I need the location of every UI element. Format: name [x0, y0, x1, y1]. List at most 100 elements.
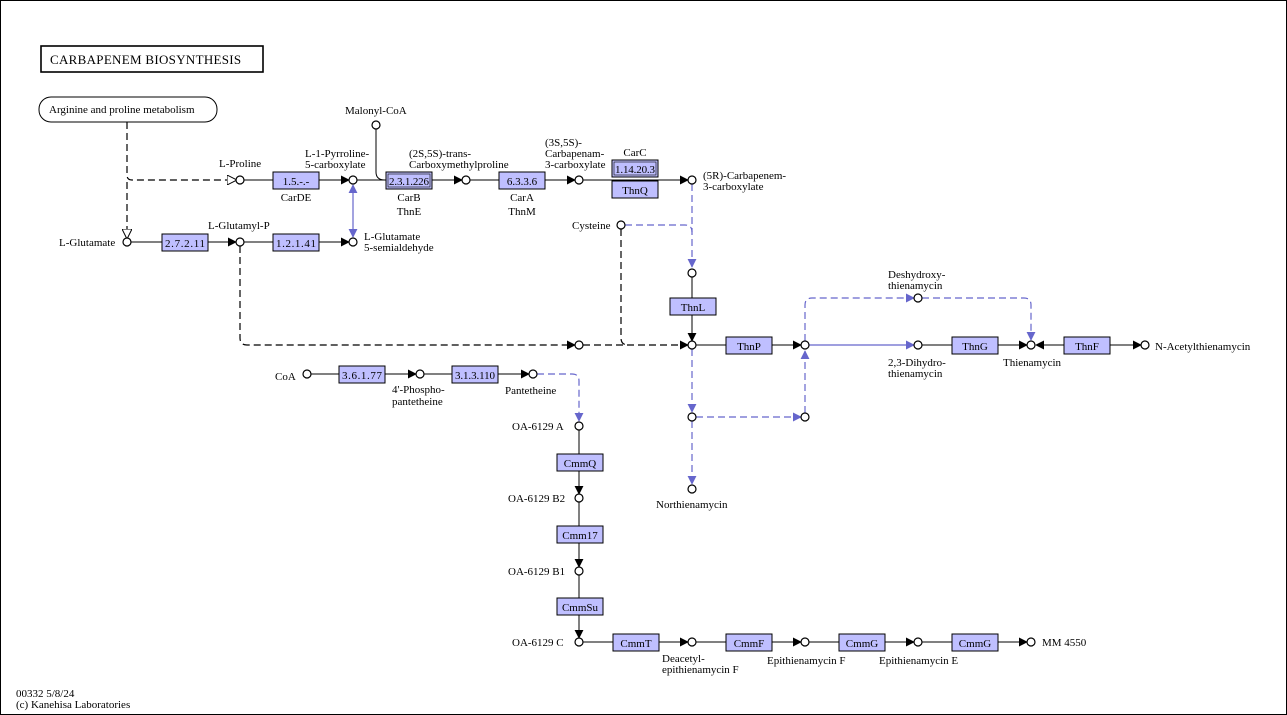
compound-l-proline[interactable]: [235, 175, 245, 185]
label-carbapenam-1: (3S,5S)-: [545, 137, 582, 149]
label-dihydro-1: 2,3-Dihydro-: [888, 357, 946, 369]
enzyme-cmmt[interactable]: CmmT: [612, 633, 660, 652]
svg-text:1.2.1.41: 1.2.1.41: [276, 238, 316, 250]
compound-glutamate-semialdehyde[interactable]: [348, 237, 358, 247]
svg-text:CmmQ: CmmQ: [564, 458, 596, 470]
compound-dihydrothienamycin[interactable]: [913, 340, 923, 350]
compound-oa-6129-c[interactable]: [574, 637, 584, 647]
svg-text:6.3.3.6: 6.3.3.6: [507, 176, 538, 188]
svg-text:2.3.1.226: 2.3.1.226: [389, 176, 430, 188]
enzyme-1-14-20-3[interactable]: 1.14.20.3: [611, 159, 659, 178]
compound-deshydroxythienamycin[interactable]: [913, 293, 923, 303]
compound-deacetylepithienamycin-f[interactable]: [687, 637, 697, 647]
enzyme-2-3-1-226[interactable]: 2.3.1.226: [385, 171, 433, 190]
label-n-acetylthienamycin: N-Acetylthienamycin: [1155, 341, 1251, 353]
enzyme-3-1-3-110[interactable]: 3.1.3.110: [451, 365, 499, 384]
svg-text:CmmT: CmmT: [620, 638, 651, 650]
label-carbapenem-1: (5R)-Carbapenem-: [703, 170, 786, 182]
compound-trans-carboxymethylproline[interactable]: [461, 175, 471, 185]
svg-text:CmmG: CmmG: [846, 638, 878, 650]
compound-l-glutamate[interactable]: [122, 237, 132, 247]
enzyme-thnf[interactable]: ThnF: [1063, 336, 1111, 355]
label-epithienamycin-f: Epithienamycin F: [767, 655, 846, 667]
enzyme-2-7-2-11[interactable]: 2.7.2.11: [161, 233, 209, 252]
edge-map-to-proline: [126, 122, 236, 180]
svg-text:CmmF: CmmF: [734, 638, 765, 650]
svg-text:ThnF: ThnF: [1075, 341, 1099, 353]
compound-intermediate-3[interactable]: [687, 340, 697, 350]
label-northienamycin: Northienamycin: [656, 499, 728, 511]
label-glu-semi-1: L-Glutamate: [364, 231, 420, 243]
svg-text:ThnP: ThnP: [737, 341, 761, 353]
label-l-glutamyl-p: L-Glutamyl-P: [208, 220, 270, 232]
compound-epithienamycin-f[interactable]: [800, 637, 810, 647]
compound-oa-6129-b1[interactable]: [574, 566, 584, 576]
svg-text:1.14.20.3: 1.14.20.3: [615, 164, 656, 176]
label-carbapenam-2: Carbapenam-: [545, 148, 605, 160]
enzyme-thnl[interactable]: ThnL: [669, 297, 717, 316]
label-carbapenam-3: 3-carboxylate: [545, 159, 606, 171]
label-oa-6129-b2: OA-6129 B2: [508, 493, 565, 505]
compound-intermediate-4[interactable]: [800, 340, 810, 350]
label-carbapenem-2: 3-carboxylate: [703, 181, 764, 193]
enzyme-cmmsu[interactable]: CmmSu: [556, 597, 604, 616]
compound-mm-4550[interactable]: [1026, 637, 1036, 647]
svg-text:3.1.3.110: 3.1.3.110: [455, 370, 496, 382]
enzyme-cmmg-1[interactable]: CmmG: [838, 633, 886, 652]
compound-carbapenam-carboxylate[interactable]: [574, 175, 584, 185]
label-pyrroline-1: L-1-Pyrroline-: [305, 148, 369, 160]
compound-pyrroline-carboxylate[interactable]: [348, 175, 358, 185]
enzyme-1-5[interactable]: 1.5.-.-: [272, 171, 320, 190]
compound-intermediate-2[interactable]: [574, 340, 584, 350]
compound-epithienamycin-e[interactable]: [913, 637, 923, 647]
svg-text:1.5.-.-: 1.5.-.-: [283, 176, 310, 188]
enzyme-cmmq[interactable]: CmmQ: [556, 453, 604, 472]
compound-malonyl-coa[interactable]: [371, 120, 381, 130]
label-thienamycin: Thienamycin: [1003, 357, 1062, 369]
gene-thnm: ThnM: [508, 206, 536, 218]
svg-text:CmmG: CmmG: [959, 638, 991, 650]
map-link-arginine-proline[interactable]: [38, 96, 218, 123]
compound-intermediate-5[interactable]: [687, 412, 697, 422]
svg-text:ThnL: ThnL: [681, 302, 706, 314]
enzyme-thng[interactable]: ThnG: [951, 336, 999, 355]
compound-cysteine[interactable]: [616, 220, 626, 230]
enzyme-cmm17[interactable]: Cmm17: [556, 525, 604, 544]
enzyme-cmmg-2[interactable]: CmmG: [951, 633, 999, 652]
enzyme-thnq[interactable]: ThnQ: [611, 180, 659, 199]
label-cysteine: Cysteine: [572, 220, 611, 232]
enzyme-1-2-1-41[interactable]: 1.2.1.41: [272, 233, 320, 252]
compound-coa[interactable]: [302, 369, 312, 379]
compound-carbapenem-carboxylate[interactable]: [687, 175, 697, 185]
label-deshydroxy-2: thienamycin: [888, 280, 943, 292]
enzyme-cmmf[interactable]: CmmF: [725, 633, 773, 652]
compound-northienamycin[interactable]: [687, 484, 697, 494]
footer-map-id: 00332 5/8/24: [16, 688, 75, 700]
compound-oa-6129-b2[interactable]: [574, 493, 584, 503]
compound-n-acetylthienamycin[interactable]: [1140, 340, 1150, 350]
gene-carde: CarDE: [281, 192, 312, 204]
label-deacetyl-1: Deacetyl-: [662, 653, 705, 665]
label-pantetheine: Pantetheine: [505, 385, 556, 397]
label-malonyl-coa: Malonyl-CoA: [345, 105, 407, 117]
gene-cara: CarA: [510, 192, 534, 204]
label-phospho-1: 4'-Phospho-: [392, 384, 445, 396]
svg-text:Cmm17: Cmm17: [562, 530, 598, 542]
label-phospho-2: pantetheine: [392, 396, 443, 408]
compound-l-glutamyl-p[interactable]: [235, 237, 245, 247]
compound-oa-6129-a[interactable]: [574, 421, 584, 431]
enzyme-thnp[interactable]: ThnP: [725, 336, 773, 355]
label-trans-1: (2S,5S)-trans-: [409, 148, 471, 160]
compound-phosphopantetheine[interactable]: [415, 369, 425, 379]
compound-thienamycin[interactable]: [1026, 340, 1036, 350]
compound-intermediate-6[interactable]: [800, 412, 810, 422]
edge-deshydroxy-thienamycin: [922, 297, 1036, 341]
enzyme-3-6-1-77[interactable]: 3.6.1.77: [338, 365, 386, 384]
map-link-arginine-proline-label[interactable]: Arginine and proline metabolism: [49, 104, 195, 116]
compound-pantetheine[interactable]: [528, 369, 538, 379]
label-oa-6129-b1: OA-6129 B1: [508, 566, 565, 578]
svg-text:3.6.1.77: 3.6.1.77: [342, 370, 383, 382]
edge-pantetheine-oa: [537, 373, 584, 422]
compound-intermediate-1[interactable]: [687, 268, 697, 278]
enzyme-6-3-3-6[interactable]: 6.3.3.6: [498, 171, 546, 190]
